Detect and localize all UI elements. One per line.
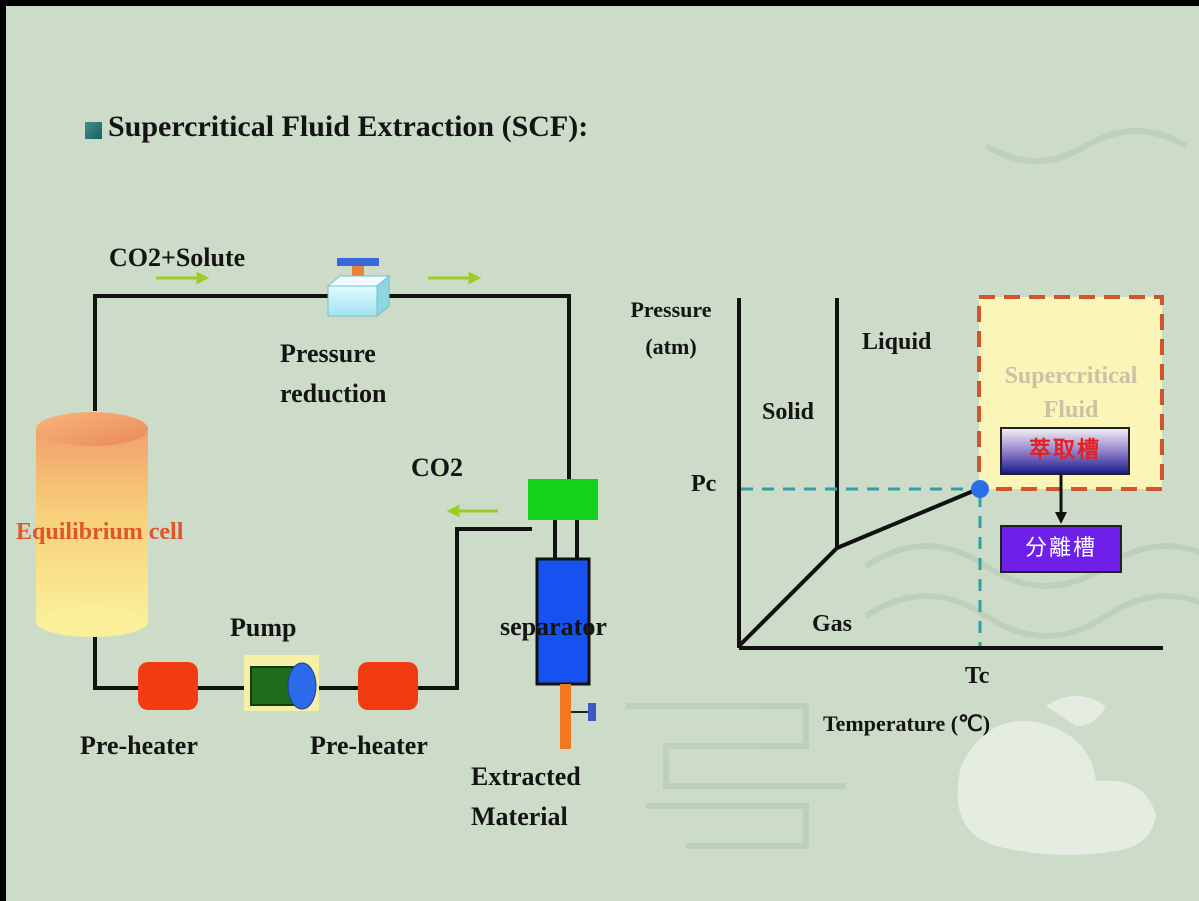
separator-unit [528, 479, 598, 749]
background-ornament [626, 128, 1199, 849]
fluid-label: Fluid [1043, 397, 1099, 423]
co2-label: CO2 [411, 453, 463, 482]
material-label: Material [471, 802, 568, 831]
slide-title: Supercritical Fluid Extraction (SCF): [85, 110, 588, 144]
pc-label: Pc [691, 471, 717, 497]
title-text: Supercritical Fluid Extraction (SCF): [108, 110, 589, 143]
bullet-icon [85, 121, 102, 139]
phase-diagram-lines [737, 298, 1163, 650]
extracted-label: Extracted [471, 762, 581, 791]
liquid-label: Liquid [862, 329, 932, 355]
pump-label: Pump [230, 613, 297, 642]
pressure-valve [326, 258, 391, 318]
pressure-label: Pressure [280, 339, 376, 368]
piping [93, 294, 579, 690]
tc-label: Tc [965, 663, 990, 689]
pump-unit [244, 655, 319, 711]
preheater-right-unit [358, 662, 418, 710]
separator-label: separator [500, 612, 607, 641]
critical-dashed-lines [741, 487, 982, 646]
slide: Supercritical Fluid Extraction (SCF): CO… [6, 6, 1199, 901]
critical-point [971, 480, 989, 498]
dragon-ornament [957, 696, 1156, 855]
y-axis-label-unit: (atm) [645, 334, 697, 359]
equilibrium-cell-label: Equilibrium cell [16, 519, 184, 545]
separation-tank-box: 分離槽 [1000, 525, 1122, 573]
supercritical-label: Supercritical [1004, 363, 1138, 389]
extraction-tank-box: 萃取槽 [1000, 427, 1130, 475]
gas-label: Gas [812, 611, 853, 637]
tank-connector-arrow [1055, 475, 1067, 524]
co2-solute-label: CO2+Solute [109, 243, 246, 272]
preheater-left-label: Pre-heater [80, 731, 198, 760]
preheater-right-label: Pre-heater [310, 731, 428, 760]
flow-arrows [156, 271, 498, 518]
y-axis-label-pressure: Pressure [630, 297, 712, 322]
solid-label: Solid [762, 399, 815, 425]
x-axis-label: Temperature (℃) [823, 711, 991, 736]
preheater-left-unit [138, 662, 198, 710]
reduction-label: reduction [280, 379, 387, 408]
equilibrium-cell [36, 412, 148, 637]
